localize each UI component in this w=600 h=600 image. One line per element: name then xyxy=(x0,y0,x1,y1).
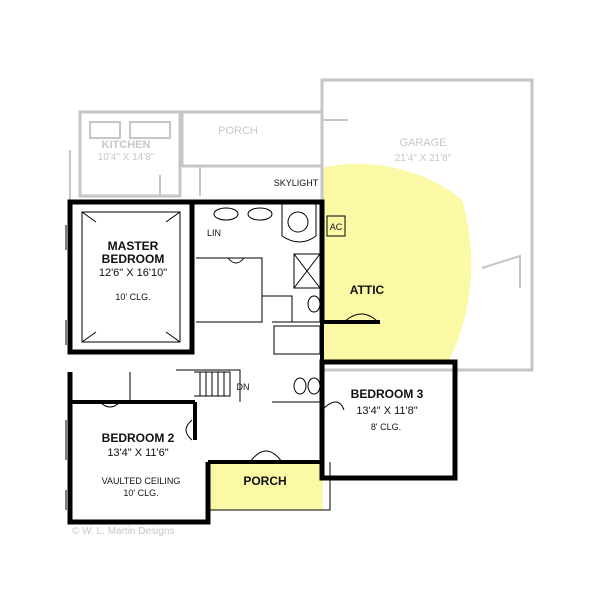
walls xyxy=(65,199,458,525)
porch-bottom-name: PORCH xyxy=(243,474,286,488)
skylight-label: SKYLIGHT xyxy=(274,178,319,188)
master-name-1: MASTER xyxy=(108,239,159,253)
bedroom2-size: 13'4" X 11'6" xyxy=(107,447,168,459)
bedroom2-ceiling-1: VAULTED CEILING xyxy=(102,476,181,486)
porch-top-name: PORCH xyxy=(218,125,258,137)
master-name-2: BEDROOM xyxy=(102,252,165,266)
lin-label: LIN xyxy=(207,228,221,238)
ac-unit xyxy=(326,215,346,237)
bedroom3-ceiling: 8' CLG. xyxy=(371,422,401,432)
bedroom2-name: BEDROOM 2 xyxy=(102,431,175,445)
kitchen-name: KITCHEN xyxy=(102,139,151,151)
master-size: 12'6" X 16'10" xyxy=(99,267,167,279)
kitchen-size: 10'4" X 14'8" xyxy=(98,152,155,163)
garage-size: 21'4" X 21'8" xyxy=(395,153,452,164)
attic-name: ATTIC xyxy=(350,283,385,297)
ac-label: AC xyxy=(330,222,343,232)
bedroom3-name: BEDROOM 3 xyxy=(351,387,424,401)
garage-name: GARAGE xyxy=(399,137,446,149)
porch-highlight xyxy=(208,462,323,510)
ghost-first-floor xyxy=(69,78,534,372)
bedroom2-ceiling-2: 10' CLG. xyxy=(123,488,158,498)
attic-highlight xyxy=(322,163,472,362)
copyright: © W. L. Martin Designs xyxy=(72,526,174,537)
dn-label: DN xyxy=(237,382,250,392)
bedroom3-size: 13'4" X 11'8" xyxy=(356,405,417,417)
master-ceiling: 10' CLG. xyxy=(115,292,150,302)
